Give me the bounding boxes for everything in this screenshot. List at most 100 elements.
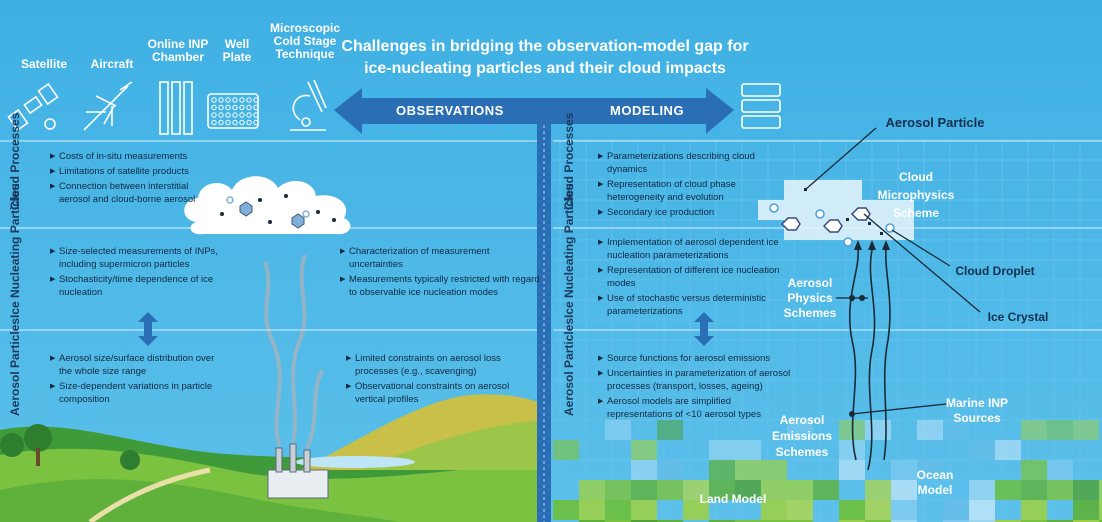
mosaic-cell — [605, 420, 631, 440]
well-dot — [232, 119, 238, 126]
list-item: Aerosol models are simplified representa… — [598, 395, 798, 421]
label-aerosol-emissions: Aerosol Emissions Schemes — [772, 413, 833, 459]
well-dot — [246, 104, 252, 111]
list-item: Size-selected measurements of INPs, incl… — [50, 245, 220, 271]
mosaic-cell — [891, 460, 917, 480]
mosaic-cell — [657, 480, 683, 500]
mosaic-cell — [553, 500, 579, 520]
mosaic-cell — [865, 480, 891, 500]
list-item: Measurements typically restricted with r… — [340, 273, 540, 299]
mosaic-cell — [761, 480, 787, 500]
list-item: Representation of different ice nucleati… — [598, 264, 788, 290]
mosaic-cell — [1021, 460, 1047, 480]
modeling-arrow — [544, 88, 734, 134]
obs-aerosol-list-right: Limited constraints on aerosol loss proc… — [346, 352, 516, 408]
well-dot — [218, 119, 224, 126]
instrument-label-aircraft: Aircraft — [90, 57, 134, 71]
model-aerosol-list: Source functions for aerosol emissions U… — [598, 352, 798, 423]
well-dot — [239, 112, 245, 118]
mosaic-cell — [865, 520, 891, 522]
well-dot — [246, 112, 252, 118]
mosaic-cell — [735, 480, 761, 500]
mosaic-cell — [813, 480, 839, 500]
obs-ice-list-left: Size-selected measurements of INPs, incl… — [50, 245, 220, 301]
label-aerosol-physics: Aerosol Physics Schemes — [783, 276, 837, 320]
mosaic-cell — [891, 500, 917, 520]
mosaic-cell — [683, 480, 709, 500]
list-item: Connection between interstitial aerosol … — [50, 180, 200, 206]
well-dot — [253, 104, 259, 111]
obs-aerosol-list-left: Aerosol size/surface distribution over t… — [50, 352, 220, 408]
list-item: Size-dependent variations in particle co… — [50, 380, 220, 406]
list-item: Limitations of satellite products — [50, 165, 200, 178]
cloud-illustration — [184, 176, 351, 235]
section-label-aerosol-right: Aerosol Particles — [562, 317, 576, 416]
mosaic-cell — [579, 520, 605, 522]
title-line-1: Challenges in bridging the observation-m… — [341, 38, 749, 55]
list-item: Observational constraints on aerosol ver… — [346, 380, 516, 406]
modeling-label: MODELING — [610, 103, 685, 118]
mosaic-cell — [1099, 500, 1102, 520]
observations-label: OBSERVATIONS — [396, 103, 504, 118]
mosaic-cell — [709, 440, 735, 460]
mosaic-cell — [787, 520, 813, 522]
mosaic-cell — [787, 480, 813, 500]
mosaic-cell — [1073, 420, 1099, 440]
well-dot — [218, 97, 224, 103]
list-item: Implementation of aerosol dependent ice … — [598, 236, 788, 262]
mosaic-cell — [631, 500, 657, 520]
mosaic-cell — [995, 520, 1021, 522]
list-item: Uncertainties in parameterization of aer… — [598, 367, 798, 393]
mosaic-cell — [1021, 480, 1047, 500]
label-cloud-microphysics: Cloud Microphysics Scheme — [877, 170, 955, 220]
well-dot — [253, 119, 259, 126]
mosaic-cell — [839, 520, 865, 522]
instrument-label-microscope: Microscopic Cold Stage Technique — [269, 21, 341, 61]
mosaic-cell — [1047, 420, 1073, 440]
list-item: Aerosol size/surface distribution over t… — [50, 352, 220, 378]
mosaic-cell — [839, 500, 865, 520]
link-arrow-left — [138, 312, 158, 346]
well-dot — [253, 112, 259, 118]
obs-ice-list-right: Characterization of measurement uncertai… — [340, 245, 540, 301]
well-dot — [246, 97, 252, 103]
mosaic-cell — [1021, 500, 1047, 520]
mosaic-cell — [761, 520, 787, 522]
observations-arrow — [334, 88, 544, 134]
mosaic-cell — [787, 500, 813, 520]
model-ice-list: Implementation of aerosol dependent ice … — [598, 236, 788, 320]
mosaic-cell — [865, 420, 891, 440]
label-cloud-droplet: Cloud Droplet — [955, 264, 1035, 278]
mosaic-cell — [605, 500, 631, 520]
well-dot — [225, 112, 231, 118]
well-dot — [225, 119, 231, 126]
mosaic-cell — [709, 520, 735, 522]
label-ocean-model: Ocean Model — [916, 468, 954, 497]
list-item: Characterization of measurement uncertai… — [340, 245, 540, 271]
mosaic-cell — [605, 520, 631, 522]
mosaic-cell — [735, 440, 761, 460]
list-item: Costs of in-situ measurements — [50, 150, 200, 163]
mosaic-cell — [579, 480, 605, 500]
microscope-icon — [290, 79, 327, 131]
list-item: Stochasticity/time dependence of ice nuc… — [50, 273, 220, 299]
instrument-icons — [7, 79, 781, 135]
mosaic-cell — [1021, 520, 1047, 522]
mosaic-cell — [917, 460, 943, 480]
section-label-ice-left: Ice Nucleating Particles — [8, 183, 22, 318]
section-label-ice-right: Ice Nucleating Particles — [562, 183, 576, 318]
well-dot — [211, 97, 217, 103]
mosaic-cell — [657, 420, 683, 440]
mosaic-cell — [969, 480, 995, 500]
mosaic-cell — [1047, 460, 1073, 480]
label-marine-inp: Marine INP Sources — [945, 396, 1008, 425]
mosaic-cell — [943, 420, 969, 440]
well-dot — [239, 97, 245, 103]
inp-chamber-icon — [159, 81, 193, 135]
well-dot — [218, 104, 224, 111]
cloud-microphysics-grid — [758, 180, 914, 247]
well-dot — [246, 119, 252, 126]
well-dot — [232, 97, 238, 103]
